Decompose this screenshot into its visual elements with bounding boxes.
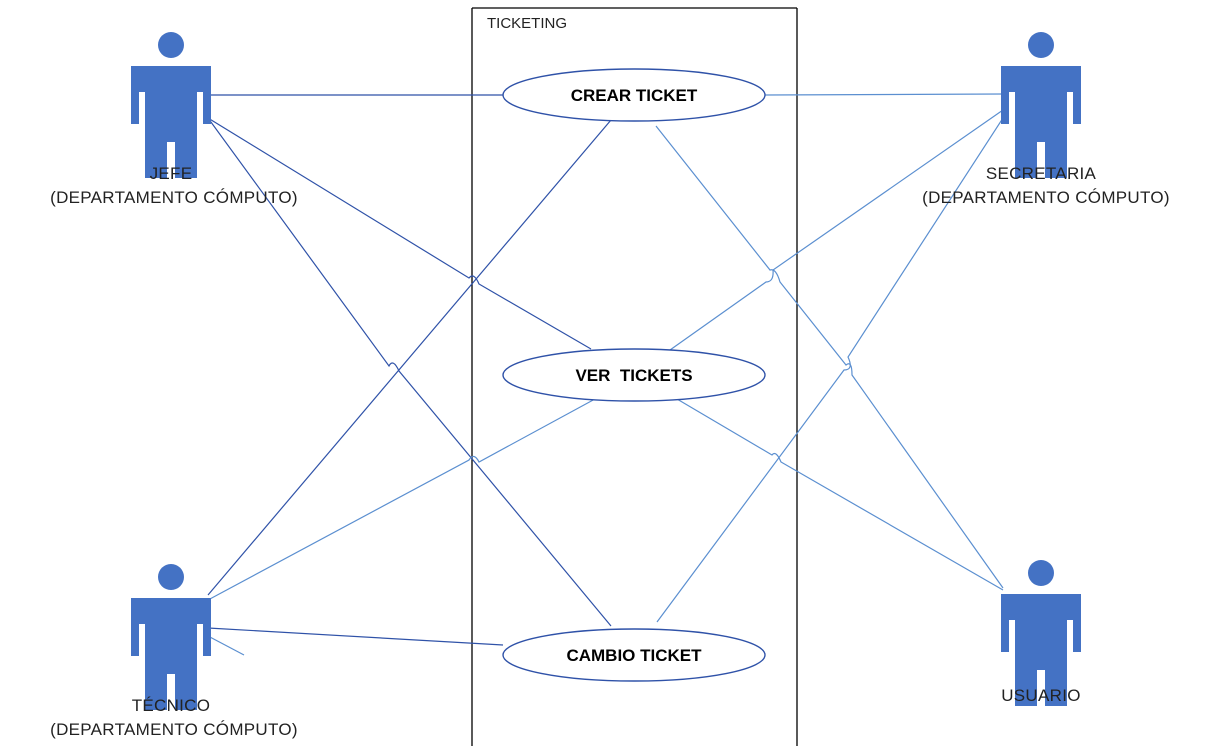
associations-tecnico xyxy=(207,119,612,646)
actor-name: TÉCNICO xyxy=(132,696,211,715)
system-title: TICKETING xyxy=(487,15,567,32)
actor-role: (DEPARTAMENTO CÓMPUTO) xyxy=(922,188,1170,207)
use-case-ellipse xyxy=(502,68,766,122)
actor-name: SECRETARIA xyxy=(986,164,1097,183)
actor-tecnico[interactable]: TÉCNICO (DEPARTAMENTO CÓMPUTO) xyxy=(50,564,298,739)
actor-usuario[interactable]: USUARIO xyxy=(1001,560,1081,706)
use-case-crear-ticket[interactable]: CREAR TICKET xyxy=(502,68,766,122)
assoc-usuario-crear xyxy=(655,125,1004,589)
use-case-ellipse xyxy=(502,628,766,682)
assoc-tecnico-cambio xyxy=(207,627,504,646)
assoc-secretaria-cambio xyxy=(656,117,1004,623)
actor-name: JEFE xyxy=(150,164,193,183)
use-case-cambio-ticket[interactable]: CAMBIO TICKET xyxy=(502,628,766,682)
use-case-label: CAMBIO TICKET xyxy=(566,646,702,665)
assoc-secretaria-ver xyxy=(669,109,1004,351)
use-case-ellipse xyxy=(502,348,766,402)
actor-role: (DEPARTAMENTO CÓMPUTO) xyxy=(50,720,298,739)
associations-jefe xyxy=(207,94,612,627)
actor-role: (DEPARTAMENTO CÓMPUTO) xyxy=(50,188,298,207)
person-icon xyxy=(131,564,211,710)
use-case-label: VER TICKETS xyxy=(575,366,692,385)
actor-name: USUARIO xyxy=(1001,686,1081,705)
person-icon xyxy=(1001,32,1081,178)
system-boundary: TICKETING xyxy=(471,7,798,746)
assoc-tecnico-ver xyxy=(207,398,596,601)
assoc-tecnico-crear xyxy=(207,119,612,596)
actor-secretaria[interactable]: SECRETARIA (DEPARTAMENTO CÓMPUTO) xyxy=(922,32,1170,207)
assoc-tecnico-stub xyxy=(207,635,245,656)
assoc-secretaria-crear xyxy=(764,93,1004,96)
use-case-ver-tickets[interactable]: VER TICKETS xyxy=(502,348,766,402)
assoc-jefe-ver xyxy=(207,117,592,350)
assoc-jefe-cambio xyxy=(207,117,612,627)
person-icon xyxy=(131,32,211,178)
use-case-label: CREAR TICKET xyxy=(571,86,698,105)
assoc-usuario-ver xyxy=(676,398,1004,591)
person-icon xyxy=(1001,560,1081,706)
associations-light xyxy=(207,93,1004,656)
actor-jefe[interactable]: JEFE (DEPARTAMENTO CÓMPUTO) xyxy=(50,32,298,207)
